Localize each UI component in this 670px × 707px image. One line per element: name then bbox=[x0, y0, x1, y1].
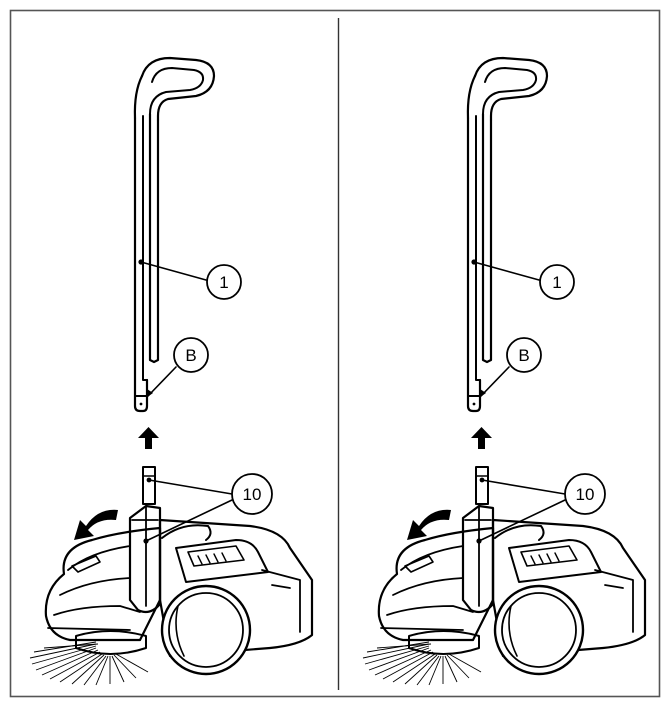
left-callout-b-label: B bbox=[185, 346, 196, 365]
right-callout-10-label: 10 bbox=[576, 485, 595, 504]
left-callout-1-label: 1 bbox=[219, 273, 228, 292]
right-callout-b: B bbox=[479, 337, 542, 398]
right-callout-1-label: 1 bbox=[552, 273, 561, 292]
panel-right: 1 B bbox=[362, 56, 647, 686]
left-curved-arrow bbox=[74, 509, 118, 540]
figure-frame bbox=[9, 9, 661, 698]
right-curved-arrow bbox=[407, 509, 451, 540]
panel-left: 1 B bbox=[29, 56, 314, 686]
left-up-arrow bbox=[138, 427, 159, 449]
right-callout-10: 10 bbox=[478, 473, 606, 542]
left-callout-1: 1 bbox=[138, 259, 242, 300]
right-handle bbox=[466, 56, 549, 413]
left-sweeper-machine bbox=[29, 466, 314, 686]
right-callout-1: 1 bbox=[471, 259, 575, 300]
right-up-arrow bbox=[471, 427, 492, 449]
left-callout-b: B bbox=[146, 337, 209, 398]
left-handle bbox=[133, 56, 216, 413]
left-callout-10: 10 bbox=[145, 473, 273, 542]
right-callout-b-label: B bbox=[518, 346, 529, 365]
left-callout-10-label: 10 bbox=[243, 485, 262, 504]
right-sweeper-machine bbox=[362, 466, 647, 686]
